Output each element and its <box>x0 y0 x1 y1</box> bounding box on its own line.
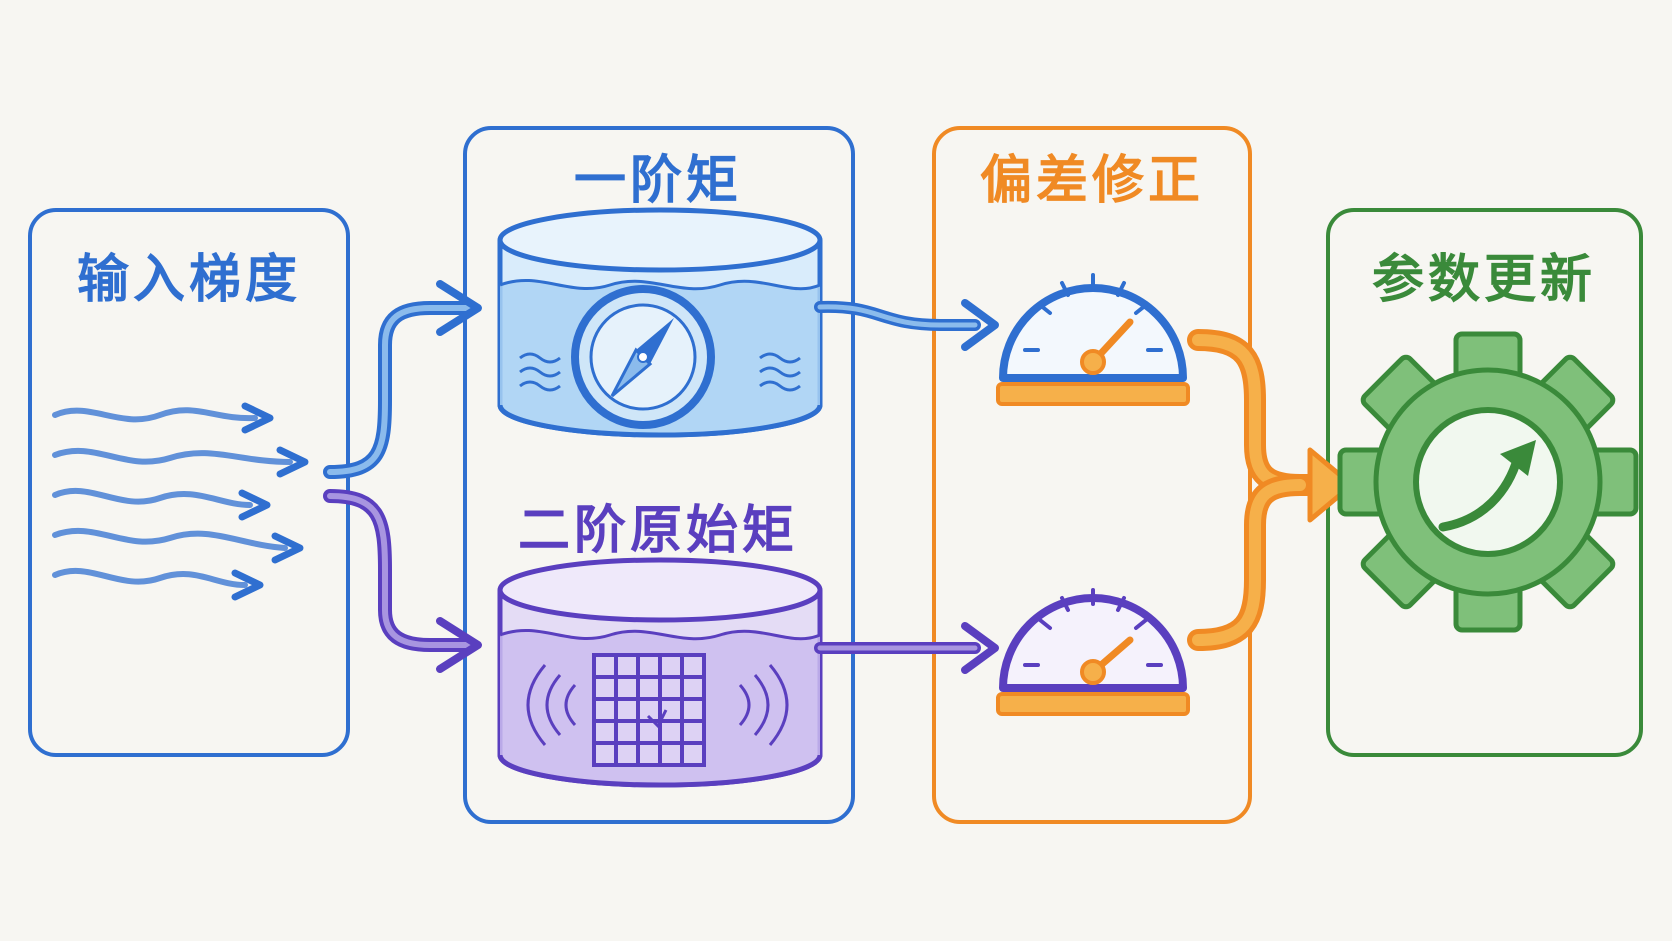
wind-arrows-icon <box>52 402 309 601</box>
arrow-to-param-update <box>1187 329 1355 651</box>
second-moment-label: 二阶原始矩 <box>518 501 798 561</box>
grid-icon <box>592 653 706 767</box>
bias-correction-label: 偏差修正 <box>980 151 1204 211</box>
input-gradient-box <box>28 208 350 757</box>
arrow-to-gauge-bottom <box>814 622 999 674</box>
gear-arrow-icon <box>1337 331 1639 633</box>
first-moment-label: 一阶矩 <box>574 151 742 211</box>
arrow-to-second-moment <box>323 489 482 673</box>
bias-correction-box <box>932 126 1252 824</box>
compass-icon <box>571 285 715 429</box>
param-update-label: 参数更新 <box>1372 250 1596 310</box>
moments-box <box>463 126 855 824</box>
gauge-icon-bottom <box>996 588 1190 716</box>
second-moment-cylinder <box>497 557 823 788</box>
input-gradient-label: 输入梯度 <box>77 250 301 310</box>
gauge-icon-top <box>996 273 1190 406</box>
arrow-to-first-moment <box>323 280 482 479</box>
first-moment-cylinder <box>497 207 823 438</box>
arrow-to-gauge-top <box>814 299 999 351</box>
